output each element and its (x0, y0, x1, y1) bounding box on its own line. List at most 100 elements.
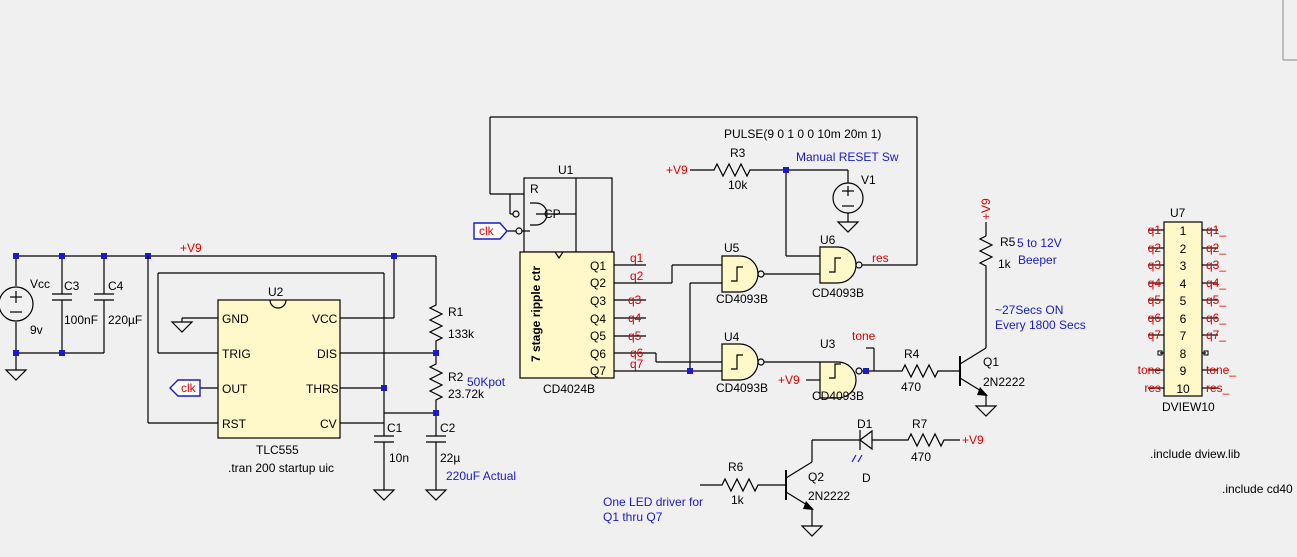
u7-right-net-7: q7_ (1206, 328, 1226, 342)
r2-ref: R2 (448, 370, 464, 384)
u7-left-net-9: tone (1138, 363, 1162, 377)
v1-ref: V1 (861, 173, 876, 187)
u7-left-net-6: q6 (1148, 311, 1162, 325)
c2-value: 22µ (440, 451, 460, 465)
u7-right-net-6: q6_ (1206, 311, 1226, 325)
r2-note: 50Kpot (467, 375, 506, 389)
u7-left-net-3: q3 (1148, 258, 1162, 272)
u7-left-net-7: q7 (1148, 328, 1162, 342)
net-flag-clk-in: clk (479, 224, 495, 238)
u7-left-net-4: q4 (1148, 276, 1162, 290)
r7-value: 470 (911, 450, 931, 464)
u1-part: CD4024B (543, 382, 595, 396)
v1-value: PULSE(9 0 1 0 0 10m 20m 1) (724, 127, 881, 141)
u2-pin-rst: RST (222, 417, 247, 431)
r5-value: 1k (998, 257, 1012, 271)
output-stage (700, 222, 998, 537)
u2-pin-thrs: THRS (306, 382, 339, 396)
led-note-line2: Q1 thru Q7 (603, 510, 663, 524)
c2-note: 220uF Actual (446, 469, 516, 483)
u7-pin-numbers: 1 2 3 4 5 6 7 8 9 10 (1176, 224, 1190, 396)
u1-pin-q2: Q2 (590, 276, 606, 290)
u2-pin-vcc: VCC (312, 312, 338, 326)
u7-right-net-2: q2_ (1206, 241, 1226, 255)
c1-ref: C1 (387, 421, 403, 435)
u7-pin-3: 3 (1180, 259, 1187, 273)
r6-ref: R6 (728, 460, 744, 474)
led-note-line1: One LED driver for (603, 495, 703, 509)
include-dview: .include dview.lib (1150, 447, 1240, 461)
power-section (0, 253, 437, 381)
u6-ref: U6 (820, 233, 836, 247)
tran-directive: .tran 200 startup uic (228, 461, 334, 475)
include-cd40: .include cd40 (1222, 482, 1293, 496)
u7-ref: U7 (1170, 206, 1186, 220)
q2-part: 2N2222 (808, 489, 850, 503)
r4-ref: R4 (904, 347, 920, 361)
u7-pin-1: 1 (1180, 224, 1187, 238)
q2-ref: Q2 (808, 470, 824, 484)
u2-pin-dis: DIS (317, 347, 337, 361)
d1-ref: D1 (857, 417, 873, 431)
u1-pin-q7: Q7 (590, 364, 606, 378)
net-v9-r5: +V9 (979, 198, 993, 220)
u1-pin-q5: Q5 (590, 329, 606, 343)
u2-pin-cv: CV (320, 417, 337, 431)
net-q5: q5 (628, 329, 642, 343)
u4-part: CD4093B (716, 381, 768, 395)
r7-ref: R7 (912, 417, 928, 431)
u7-right-net-9: tone_ (1206, 363, 1236, 377)
net-q7: q7 (630, 357, 644, 371)
q1-ref: Q1 (983, 355, 999, 369)
net-v9-r7: +V9 (962, 433, 984, 447)
u7-pin-8: 8 (1180, 347, 1187, 361)
net-q2: q2 (630, 269, 644, 283)
u7-left-net-1: q1 (1148, 223, 1162, 237)
u7-right-net-1: q1_ (1206, 223, 1226, 237)
u7-left-net-2: q2 (1148, 241, 1162, 255)
net-tone: tone (852, 329, 876, 343)
u3-part: CD4093B (812, 389, 864, 403)
vcc-value: 9v (30, 323, 43, 337)
u7-right-net-5: q5_ (1206, 293, 1226, 307)
r6-value: 1k (731, 493, 745, 507)
u7-pin-10: 10 (1176, 382, 1190, 396)
c3-ref: C3 (64, 279, 80, 293)
timing-note-line2: Every 1800 Secs (995, 318, 1086, 332)
u5-part: CD4093B (716, 292, 768, 306)
u7-left-net-10: res (1144, 381, 1161, 395)
net-v9-r3: +V9 (666, 163, 688, 177)
u7-pin-9: 9 (1180, 364, 1187, 378)
u7-right-nets: q1_ q2_ q3_ q4_ q5_ q6_ q7_ tone_ res_ (1206, 223, 1236, 395)
net-q6: q6 (630, 346, 644, 360)
c2-ref: C2 (440, 421, 456, 435)
u1-pin-cp: CP (544, 207, 561, 221)
u7-part: DVIEW10 (1162, 400, 1215, 414)
u3-ref: U3 (820, 337, 836, 351)
u2-part: TLC555 (256, 443, 299, 457)
c1-value: 10n (389, 451, 409, 465)
r1-ref: R1 (448, 305, 464, 319)
q1-part: 2N2222 (983, 375, 1025, 389)
net-q1: q1 (630, 251, 644, 265)
net-flag-clk-out: clk (181, 381, 197, 395)
u2-pin-out: OUT (222, 382, 248, 396)
nand-gates (690, 162, 917, 399)
u2-pin-gnd: GND (222, 312, 249, 326)
u7-pin-7: 7 (1180, 329, 1187, 343)
vcc-source-symbol (0, 286, 34, 322)
u7-pin-4: 4 (1180, 277, 1187, 291)
c4-value: 220µF (108, 313, 142, 327)
u1-pin-q4: Q4 (590, 312, 606, 326)
u1-pin-q1: Q1 (590, 259, 606, 273)
net-q3: q3 (628, 293, 642, 307)
r1-value: 133k (448, 327, 475, 341)
u2-pin-trig: TRIG (222, 347, 251, 361)
net-v9-u3: +V9 (778, 373, 800, 387)
u1-pin-q3: Q3 (590, 294, 606, 308)
u1-title: 7 stage ripple ctr (529, 266, 543, 362)
u1-counter-symbol (473, 116, 918, 379)
u1-pin-r: R (530, 182, 539, 196)
u7-pin-6: 6 (1180, 312, 1187, 326)
